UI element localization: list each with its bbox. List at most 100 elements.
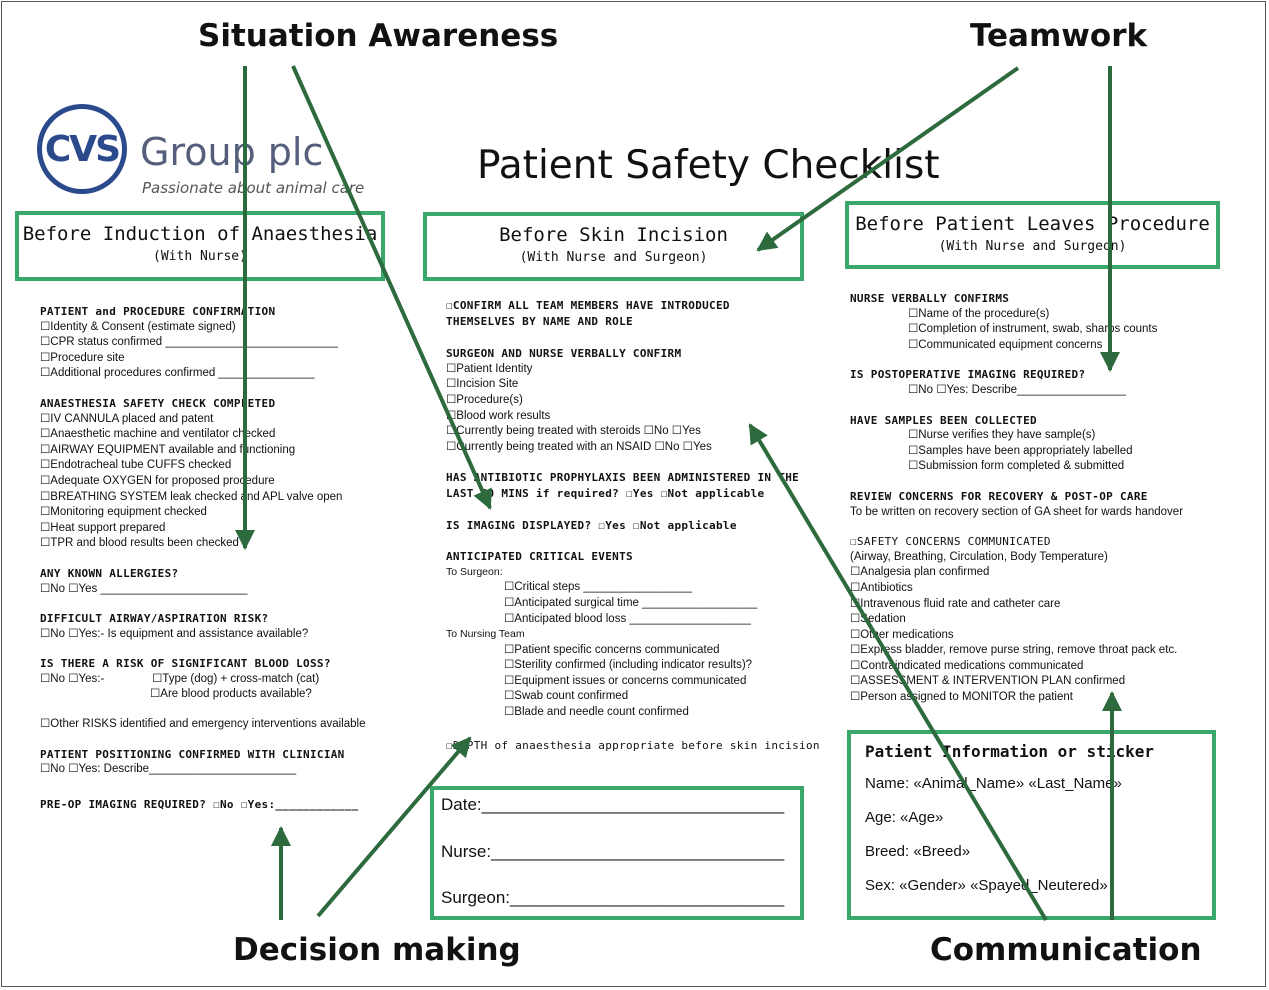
box-before-skin-incision: Before Skin Incision (With Nurse and Sur…: [423, 212, 804, 281]
checklist-item[interactable]: ☐Critical steps _________________: [504, 581, 693, 594]
date-field[interactable]: Date:________________________________: [441, 795, 785, 814]
checklist-item[interactable]: ☐No ☐Yes: Describe_________________: [908, 383, 1126, 396]
checklist-item[interactable]: ☐Name of the procedure(s): [908, 307, 1050, 320]
checklist-item[interactable]: ☐Contraindicated medications communicate…: [850, 659, 1084, 672]
patient-breed[interactable]: Breed: «Breed»: [865, 843, 971, 860]
checklist-item[interactable]: ☐Heat support prepared: [40, 521, 166, 534]
section-heading: HAS ANTIBIOTIC PROPHYLAXIS BEEN ADMINIST…: [446, 471, 800, 485]
box-title: Before Patient Leaves Procedure: [855, 213, 1210, 235]
surgeon-field[interactable]: Surgeon:_____________________________: [441, 888, 785, 907]
checklist-item[interactable]: ☐Anticipated surgical time _____________…: [504, 596, 758, 609]
arrow-teamwork-1: [756, 66, 1020, 252]
checklist-item[interactable]: ☐TPR and blood results been checked: [40, 537, 239, 550]
checklist-item[interactable]: ☐IV CANNULA placed and patent: [40, 412, 214, 425]
checklist-item[interactable]: ☐Antibiotics: [850, 581, 913, 594]
nurse-field[interactable]: Nurse:_______________________________: [441, 842, 785, 861]
checklist-item[interactable]: ☐CPR status confirmed __________________…: [40, 336, 339, 349]
section-note: To be written on recovery section of GA …: [850, 505, 1184, 518]
section-heading[interactable]: PRE-OP IMAGING REQUIRED? ☐No ☐Yes:______…: [40, 797, 359, 811]
checklist-item[interactable]: ☐Samples have been appropriately labelle…: [908, 444, 1133, 457]
checklist-item[interactable]: ☐Swab count confirmed: [504, 690, 629, 703]
checklist-item[interactable]: ☐No ☐Yes:- Is equipment and assistance a…: [40, 627, 309, 640]
section-heading: DIFFICULT AIRWAY/ASPIRATION RISK?: [40, 612, 269, 626]
checklist-item[interactable]: ☐Endotracheal tube CUFFS checked: [40, 459, 232, 472]
checklist-item[interactable]: ☐Are blood products available?: [150, 688, 312, 701]
subheading-to-surgeon: To Surgeon:: [446, 565, 503, 578]
checklist-item[interactable]: ☐No ☐Yes _______________________: [40, 582, 248, 595]
checklist-item[interactable]: ☐Monitoring equipment checked: [40, 506, 207, 519]
checklist-item[interactable]: ☐DEPTH of anaesthesia appropriate before…: [446, 738, 820, 752]
label-teamwork: Teamwork: [970, 18, 1148, 54]
checklist-item[interactable]: ☐CONFIRM ALL TEAM MEMBERS HAVE INTRODUCE…: [446, 299, 730, 312]
checklist-item[interactable]: ☐Type (dog) + cross-match (cat): [152, 672, 320, 685]
section-heading: THEMSELVES BY NAME AND ROLE: [446, 314, 633, 328]
checklist-item[interactable]: ☐Analgesia plan confirmed: [850, 566, 990, 579]
checklist-item[interactable]: ☐Intravenous fluid rate and catheter car…: [850, 597, 1061, 610]
checklist-item[interactable]: ☐SAFETY CONCERNS COMMUNICATED: [850, 535, 1051, 549]
patient-info-box: Patient Information or sticker Name: «An…: [847, 730, 1216, 920]
checklist-item[interactable]: ☐Express bladder, remove purse string, r…: [850, 644, 1178, 657]
checklist-item[interactable]: ☐Patient Identity: [446, 362, 533, 375]
checklist-item[interactable]: ☐Sterility confirmed (including indicato…: [504, 659, 753, 672]
section-heading: HAVE SAMPLES BEEN COLLECTED: [850, 413, 1037, 427]
checklist-item[interactable]: ☐Anticipated blood loss ________________…: [504, 612, 751, 625]
logo-tagline: Passionate about animal care: [142, 179, 365, 197]
box-title: Before Skin Incision: [499, 224, 728, 246]
checklist-item[interactable]: ☐Adequate OXYGEN for proposed procedure: [40, 474, 275, 487]
label-situation-awareness: Situation Awareness: [198, 18, 559, 54]
box-subtitle: (With Nurse and Surgeon): [938, 239, 1127, 254]
section-heading: ANTICIPATED CRITICAL EVENTS: [446, 550, 633, 564]
checklist-item[interactable]: ☐Other RISKS identified and emergency in…: [40, 718, 366, 731]
section-heading: ANAESTHESIA SAFETY CHECK COMPLETED: [40, 396, 276, 410]
checklist-item: (Airway, Breathing, Circulation, Body Te…: [850, 550, 1108, 563]
signoff-box: [430, 786, 804, 920]
section-heading: IS POSTOPERATIVE IMAGING REQUIRED?: [850, 368, 1086, 382]
checklist-row: ☐No ☐Yes:- ☐Type (dog) + cross-match (ca…: [40, 672, 390, 688]
checklist-item[interactable]: ☐Equipment issues or concerns communicat…: [504, 674, 747, 687]
checklist-item[interactable]: ☐Currently being treated with steroids ☐…: [446, 425, 701, 438]
checklist-item[interactable]: ☐Incision Site: [446, 378, 519, 391]
logo-name: Group plc: [140, 130, 324, 174]
checklist-item[interactable]: ☐Identity & Consent (estimate signed): [40, 320, 236, 333]
checklist-item[interactable]: ☐Procedure(s): [446, 393, 523, 406]
arrow-communication-1: [748, 423, 1048, 922]
checklist-item[interactable]: ☐No ☐Yes: Describe______________________…: [40, 763, 297, 776]
checklist-item[interactable]: ☐Completion of instrument, swab, sharps …: [908, 323, 1158, 336]
label-decision-making: Decision making: [233, 932, 521, 968]
section-heading: PATIENT POSITIONING CONFIRMED WITH CLINI…: [40, 747, 345, 761]
checklist-item[interactable]: ☐Blood work results: [446, 409, 551, 422]
checklist-item[interactable]: ☐Person assigned to MONITOR the patient: [850, 691, 1073, 704]
checklist-item[interactable]: ☐Blade and needle count confirmed: [504, 706, 689, 719]
checklist-item[interactable]: ☐BREATHING SYSTEM leak checked and APL v…: [40, 490, 343, 503]
section-heading: REVIEW CONCERNS FOR RECOVERY & POST-OP C…: [850, 489, 1148, 503]
checklist-item[interactable]: IS IMAGING DISPLAYED? ☐Yes ☐Not applicab…: [446, 518, 737, 532]
patient-name[interactable]: Name: «Animal_Name» «Last_Name»: [865, 775, 1122, 792]
document-title: Patient Safety Checklist: [477, 143, 940, 188]
checklist-item[interactable]: ☐Procedure site: [40, 351, 125, 364]
checklist-item[interactable]: ☐No ☐Yes:-: [40, 672, 105, 685]
checklist-item[interactable]: ☐Anaesthetic machine and ventilator chec…: [40, 428, 276, 441]
patient-age[interactable]: Age: «Age»: [865, 809, 944, 826]
checklist-item[interactable]: ☐Nurse verifies they have sample(s): [908, 429, 1096, 442]
checklist-item[interactable]: LAST 60 MINS if required? ☐Yes ☐Not appl…: [446, 486, 765, 500]
box-subtitle: (With Nurse and Surgeon): [519, 250, 708, 265]
section-heading: SURGEON AND NURSE VERBALLY CONFIRM: [446, 347, 682, 361]
cvs-logo-mark: CVS: [37, 104, 127, 194]
checklist-item[interactable]: ☐ASSESSMENT & INTERVENTION PLAN confirme…: [850, 675, 1126, 688]
section-heading: NURSE VERBALLY CONFIRMS: [850, 292, 1010, 305]
checklist-item[interactable]: ☐Currently being treated with an NSAID ☐…: [446, 440, 712, 453]
checklist-item[interactable]: ☐Patient specific concerns communicated: [504, 643, 720, 656]
arrow-situation-awareness-2: [291, 65, 492, 510]
checklist-item[interactable]: ☐Communicated equipment concerns: [908, 338, 1103, 351]
box-subtitle: (With Nurse): [153, 249, 247, 264]
checklist-item[interactable]: ☐Submission form completed & submitted: [908, 460, 1125, 473]
patient-info-title: Patient Information or sticker: [865, 742, 1154, 761]
box-before-induction: Before Induction of Anaesthesia (With Nu…: [15, 211, 385, 281]
patient-sex[interactable]: Sex: «Gender» «Spayed_Neutered»: [865, 877, 1108, 894]
checklist-item[interactable]: ☐AIRWAY EQUIPMENT available and function…: [40, 443, 296, 456]
leaves-checklist: NURSE VERBALLY CONFIRMS ☐Name of the pro…: [850, 291, 1220, 706]
section-heading: IS THERE A RISK OF SIGNIFICANT BLOOD LOS…: [40, 657, 331, 671]
box-title: Before Induction of Anaesthesia: [22, 223, 378, 245]
